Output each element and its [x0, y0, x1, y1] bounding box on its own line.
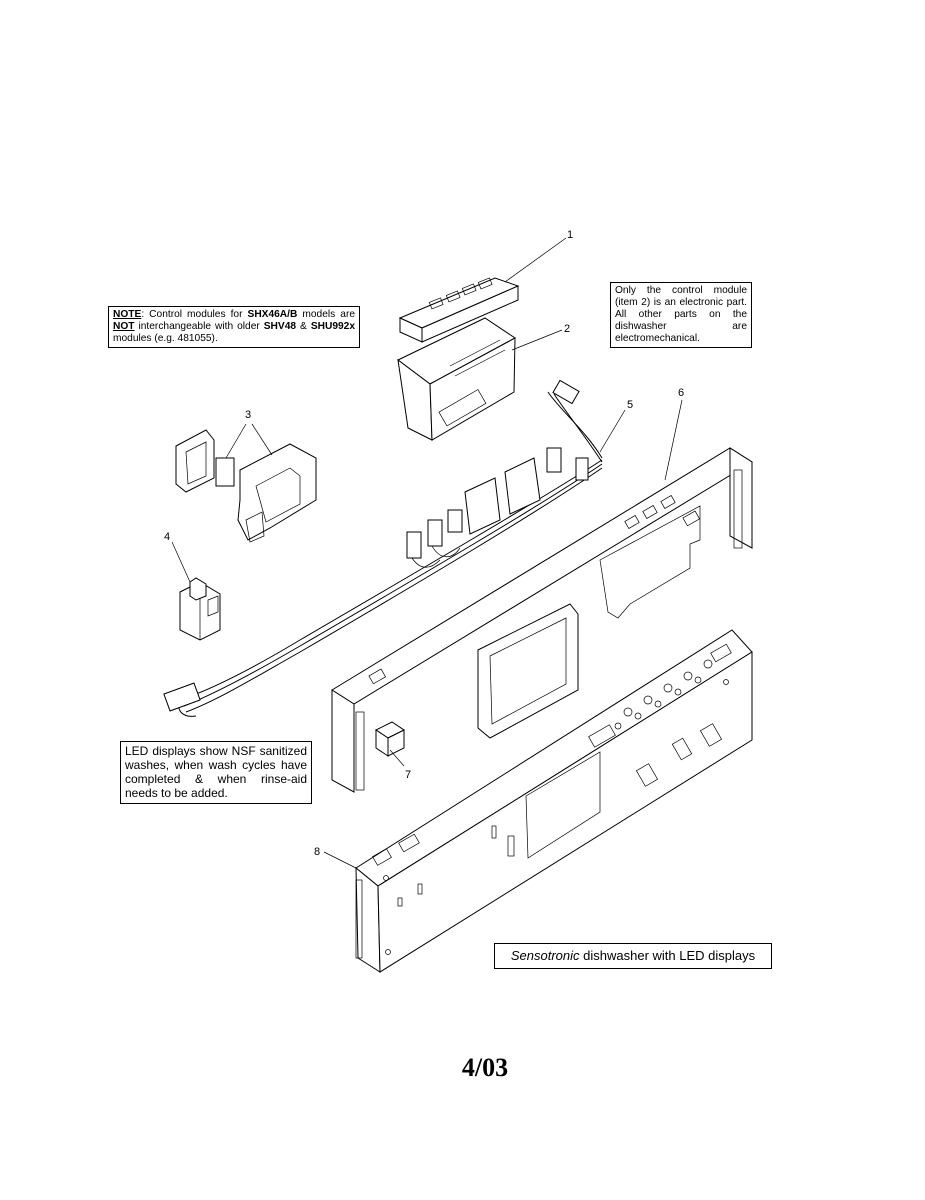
leader-6	[664, 399, 683, 481]
leader-5	[599, 409, 626, 453]
model-shv48: SHV48	[263, 321, 297, 333]
part-2-control-module	[397, 317, 516, 441]
callout-7: 7	[405, 769, 411, 781]
part-4-relay	[179, 577, 221, 641]
electronic-part-note: Only the control module (item 2) is an e…	[610, 282, 752, 349]
leader-8	[323, 851, 357, 869]
leader-7	[389, 749, 405, 767]
part-7-led-lens	[375, 721, 405, 757]
note-text-4: &	[296, 321, 311, 333]
led-display-note: LED displays show NSF sanitized washes, …	[120, 741, 312, 804]
callout-2: 2	[564, 323, 570, 335]
note-text-2: models are	[297, 309, 355, 320]
callout-4: 4	[164, 531, 170, 543]
leader-1	[504, 237, 567, 283]
leader-3a	[225, 423, 247, 459]
note-text-5: modules (e.g. 481055).	[113, 333, 218, 345]
callout-5: 5	[627, 399, 633, 411]
not-emphasis: NOT	[113, 321, 135, 333]
model-shx46ab: SHX46A/B	[247, 309, 298, 320]
page-date: 4/03	[461, 1053, 509, 1082]
part-5-wiring-harness	[163, 379, 603, 717]
note-text-3: interchangeable with older	[134, 321, 264, 333]
callout-3: 3	[245, 409, 251, 421]
model-shu992x: SHU992x	[310, 321, 355, 333]
callout-8: 8	[314, 846, 320, 858]
leader-2	[511, 329, 563, 351]
part-1-button-strip	[398, 277, 520, 343]
callout-1: 1	[567, 229, 573, 241]
leader-3b	[251, 423, 273, 456]
part-6-front-panel-frame	[331, 447, 753, 793]
note-label: NOTE	[113, 309, 142, 320]
leader-4	[171, 541, 191, 583]
caption-brand: Sensotronic	[510, 948, 580, 963]
diagram-caption: Sensotronic dishwasher with LED displays	[494, 943, 772, 969]
callout-6: 6	[678, 387, 684, 399]
part-8-rear-panel	[355, 629, 753, 973]
part-3-switch-assembly	[175, 429, 317, 543]
caption-text: dishwasher with LED displays	[579, 948, 756, 963]
note-text-1: : Control modules for	[141, 309, 248, 320]
compatibility-note: NOTE: Control modules for SHX46A/B model…	[108, 306, 360, 349]
